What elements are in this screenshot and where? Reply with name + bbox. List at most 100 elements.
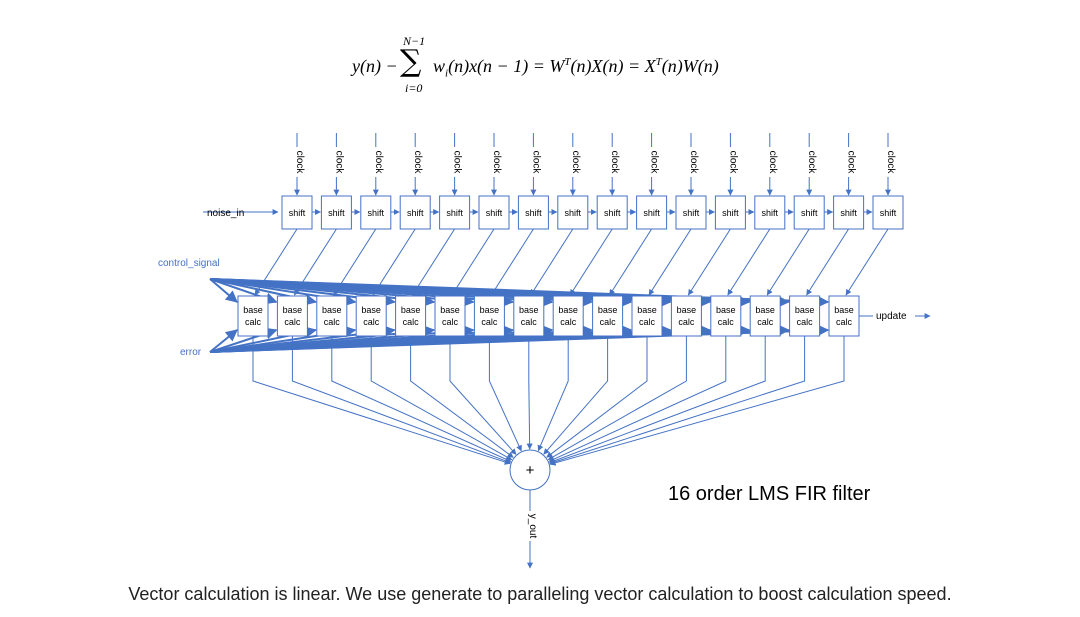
shift-label: shift [801, 208, 818, 218]
base-calc-label-1: base [243, 305, 263, 315]
clock-label-bg [763, 147, 776, 177]
formula-lhs: y(n) − [352, 56, 398, 76]
base-calc-block [355, 295, 387, 337]
control-wire [209, 278, 238, 303]
tap-wire [490, 228, 534, 296]
product-wire [410, 336, 514, 458]
tap-wire [530, 228, 574, 296]
base-calc-block [395, 295, 427, 337]
product-wire [549, 336, 806, 465]
base-calc-block [552, 295, 584, 337]
formula-term-rest: (n)x(n − 1) = W [448, 56, 565, 76]
product-wire [537, 336, 569, 452]
formula-term-sub: i [445, 67, 449, 80]
base-calc-label-2: calc [757, 317, 774, 327]
base-calc-label-1: base [834, 305, 854, 315]
shift-register [675, 195, 707, 230]
shift-register [596, 195, 628, 230]
clock-label-bg [803, 147, 816, 177]
clock-label: clock [846, 151, 857, 175]
tap-wire [845, 228, 889, 296]
shift-register [754, 195, 786, 230]
clock-label: clock [688, 151, 699, 175]
tap-wire [766, 228, 810, 296]
clock-label-bg [409, 147, 422, 177]
product-wire [549, 336, 766, 464]
base-calc-block [434, 295, 466, 337]
update-label-bg [873, 309, 915, 322]
formula-end: (n)W(n) [661, 56, 719, 76]
clock-label: clock [570, 151, 581, 175]
shift-label: shift [604, 208, 621, 218]
clock-label-bg [882, 147, 894, 177]
error-label: error [180, 347, 202, 358]
shift-label: shift [840, 208, 857, 218]
base-calc-label-2: calc [797, 317, 814, 327]
product-wire [488, 336, 522, 452]
shift-register [793, 195, 825, 230]
clock-label-bg [685, 147, 697, 177]
shift-label: shift [486, 208, 503, 218]
base-calc-label-2: calc [442, 317, 459, 327]
sum-upper-limit: N−1 [403, 34, 426, 48]
shift-register [439, 195, 471, 230]
shift-label: shift [407, 208, 424, 218]
clock-label: clock [806, 151, 817, 175]
base-calc-label-1: base [401, 305, 421, 315]
formula-term: w [433, 56, 446, 76]
clock-label-bg [448, 147, 461, 177]
base-calc-label-2: calc [639, 317, 656, 327]
tap-wire [372, 228, 416, 296]
caption: Vector calculation is linear. We use gen… [128, 584, 952, 604]
base-calc-label-2: calc [521, 317, 538, 327]
formula-transpose-1: T [564, 56, 571, 68]
base-calc-label-1: base [361, 305, 381, 315]
product-wire [547, 336, 687, 461]
base-calc-block [710, 295, 742, 337]
clock-label: clock [885, 151, 896, 175]
shift-label: shift [289, 208, 306, 218]
base-calc-block [513, 295, 545, 337]
error-wire [209, 329, 238, 353]
tap-wire [569, 228, 613, 296]
tap-wire [727, 228, 771, 296]
tap-wire [687, 228, 731, 296]
product-wire [543, 336, 609, 455]
shift-register [636, 195, 668, 230]
base-calc-label-1: base [598, 305, 618, 315]
clock-label: clock [333, 151, 344, 175]
product-wire [291, 336, 511, 464]
clock-label: clock [767, 151, 778, 175]
clock-label-bg [291, 147, 303, 177]
base-calc-block [237, 295, 269, 337]
base-calc-label-2: calc [560, 317, 577, 327]
base-calc-block [473, 295, 505, 337]
shift-register [320, 195, 352, 230]
product-wire [526, 336, 533, 450]
clock-label: clock [294, 151, 305, 175]
product-wire [549, 336, 845, 466]
adder-symbol: + [526, 462, 535, 479]
clock-label: clock [491, 151, 502, 175]
clock-label-bg [369, 147, 382, 177]
base-calc-block [592, 295, 624, 337]
shift-label: shift [722, 208, 739, 218]
base-calc-label-1: base [795, 305, 815, 315]
nodes: noise_inclockshiftbasecalcclockshiftbase… [158, 147, 915, 541]
base-calc-label-1: base [716, 305, 736, 315]
shift-register [281, 195, 313, 230]
shift-register [557, 195, 589, 230]
base-calc-label-2: calc [284, 317, 301, 327]
output-label-bg [524, 511, 536, 541]
sum-lower-limit: i=0 [405, 81, 423, 95]
shift-register [714, 195, 746, 230]
shift-register [478, 195, 510, 230]
base-calc-label-1: base [322, 305, 342, 315]
shift-label: shift [368, 208, 385, 218]
product-wire [548, 336, 727, 462]
clock-label: clock [530, 151, 541, 175]
diagram-title: 16 order LMS FIR filter [668, 483, 871, 505]
shift-register [833, 195, 865, 230]
shift-register [517, 195, 549, 230]
